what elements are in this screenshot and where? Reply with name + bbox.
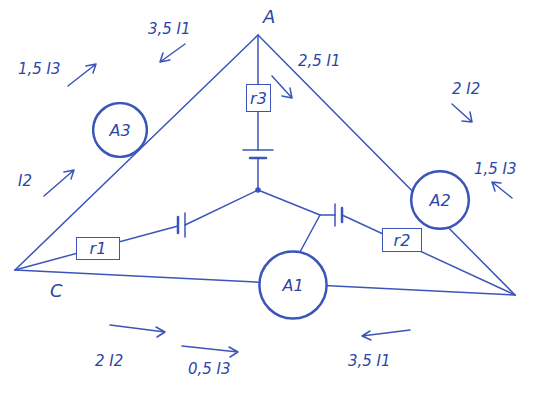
- vertex-label: A: [263, 6, 275, 27]
- wire: [258, 190, 320, 215]
- current-arrow: [110, 325, 165, 337]
- current-label: 2,5 I1: [298, 52, 341, 70]
- wire: [185, 190, 258, 225]
- wire: [320, 214, 335, 216]
- current-arrow: [182, 346, 238, 357]
- current-arrow: [68, 64, 96, 86]
- node-text: A2: [429, 191, 450, 210]
- current-label: 3,5 I1: [148, 20, 191, 38]
- node-text: r2: [394, 231, 411, 250]
- wire: [300, 215, 320, 252]
- resistor-symbol: r2: [382, 228, 422, 252]
- current-arrow: [492, 182, 512, 198]
- wire: [257, 158, 259, 190]
- node-text: A3: [109, 121, 130, 140]
- node-text: r3: [250, 89, 267, 108]
- current-arrow: [44, 170, 74, 196]
- battery-plate: [334, 204, 336, 226]
- battery-plate: [184, 213, 186, 237]
- battery-plate: [177, 217, 180, 233]
- wire: [15, 226, 178, 270]
- battery-plate: [243, 149, 273, 151]
- current-arrow: [362, 330, 410, 340]
- node-text: r1: [90, 239, 107, 258]
- current-arrow: [160, 44, 185, 62]
- resistor-symbol: r1: [76, 237, 120, 260]
- current-label: 1,5 I3: [18, 60, 61, 78]
- node-text: A1: [282, 276, 303, 295]
- resistor-symbol: r3: [246, 84, 271, 112]
- ammeter-circle: A3: [92, 102, 148, 158]
- ammeter-circle: A2: [410, 170, 470, 230]
- current-arrow: [272, 76, 292, 98]
- junction-dot: [256, 188, 260, 192]
- current-label: 1,5 I3: [474, 160, 517, 178]
- current-label: 0,5 I3: [188, 360, 231, 378]
- vertex-label: C: [50, 280, 63, 301]
- ammeter-circle: A1: [258, 250, 328, 320]
- current-arrow: [452, 104, 472, 122]
- triangle-side: [15, 35, 258, 270]
- current-label: 2 I2: [452, 80, 480, 98]
- current-label: 2 I2: [95, 352, 123, 370]
- current-label: 3,5 I1: [348, 352, 391, 370]
- current-label: I2: [18, 172, 32, 190]
